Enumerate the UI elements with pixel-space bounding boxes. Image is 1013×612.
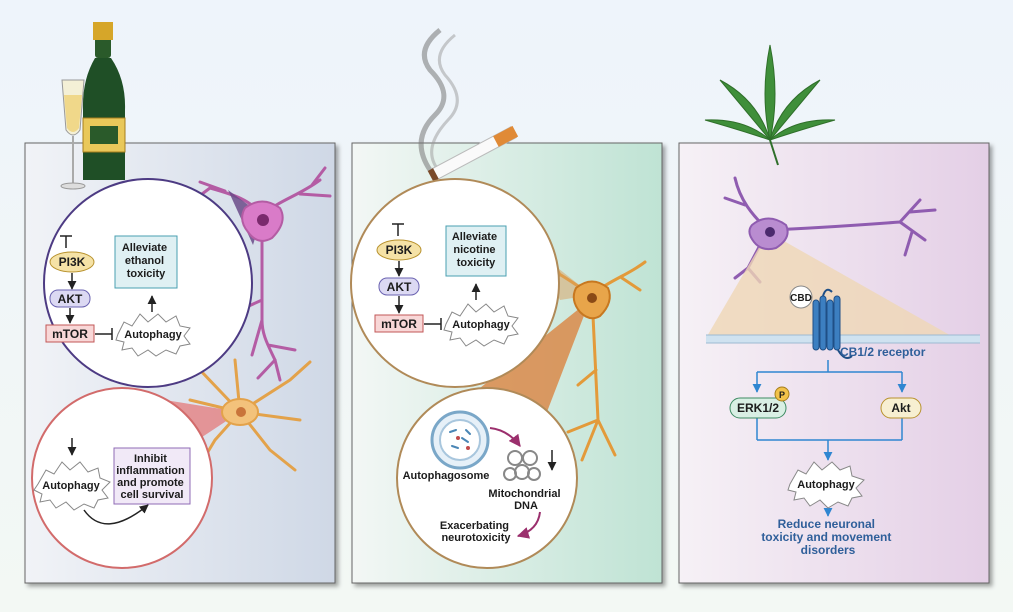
akt-node (49, 289, 91, 308)
autophagy-label: Autophagy (124, 329, 182, 341)
pathway-nicotine: PI3K AKT mTOR Autophagy Alleviate nicoti… (374, 223, 519, 347)
outcome-text-nicotine: Alleviate nicotine toxicity (452, 231, 500, 269)
cb-signaling (752, 360, 907, 517)
outcome-box-nicotine (445, 225, 507, 277)
pi3k-label: PI3K (59, 255, 86, 269)
exacerbating-label: Exacerbating neurotoxicity (440, 520, 512, 544)
outcome-text-alcohol: Alleviate ethanol toxicity (122, 242, 170, 280)
autophagy-burst-2 (443, 303, 519, 347)
mito-dna-icon (503, 450, 541, 481)
akt-label: AKT (58, 292, 83, 306)
mtor-node (45, 324, 95, 343)
champagne-icon (60, 22, 126, 190)
pi3k-node-2 (376, 239, 422, 261)
mtor-label-2: mTOR (381, 317, 417, 331)
erk-label: ERK1/2 (737, 401, 779, 415)
akt-node-3 (880, 397, 922, 419)
cannabis-autophagy-burst (787, 461, 865, 509)
cb-receptor-icon (812, 288, 853, 359)
cell-membrane (706, 335, 980, 343)
glia-autophagy-label: Autophagy (42, 480, 100, 492)
erk-node (729, 397, 787, 419)
cbd-label: CBD (790, 293, 812, 304)
cannabis-autophagy-label: Autophagy (797, 479, 855, 491)
panel-alcohol: PI3K AKT mTOR Autophagy Alleviate ethano… (24, 22, 336, 584)
glia-pathway: Autophagy Inhibit inflammation and promo… (33, 438, 191, 525)
panel-nicotine: PI3K AKT mTOR Autophagy Alleviate nicoti… (350, 28, 663, 584)
autophagy-burst (115, 313, 191, 357)
outcome-text-glia: Inhibit inflammation and promote cell su… (116, 453, 188, 501)
phospho-badge (774, 386, 790, 402)
outcome-box-alcohol (114, 235, 178, 289)
pathway-alcohol: PI3K AKT mTOR Autophagy Alleviate ethano… (45, 235, 191, 357)
mito-pathway: Autophagosome Mitochondrial DNA Exacerba… (403, 410, 563, 544)
receptor-label: CB1/2 receptor (840, 345, 926, 359)
cigarette-icon (418, 28, 519, 182)
zoom-wedge-cannabis (706, 232, 955, 338)
akt-label-3: Akt (891, 401, 910, 415)
pi3k-node (49, 251, 95, 273)
mtor-node-2 (374, 314, 424, 333)
autophagy-label-2: Autophagy (452, 319, 510, 331)
phospho-label: P (779, 390, 785, 400)
outcome-box-glia (113, 447, 191, 505)
pi3k-label-2: PI3K (386, 243, 413, 257)
glia-autophagy-burst (33, 461, 111, 511)
panel-cannabis: CBD CB1/2 receptor ERK1/2 P Akt Autophag… (678, 44, 990, 584)
mtor-label: mTOR (52, 327, 88, 341)
cannabis-leaf-icon (704, 44, 836, 166)
autophagosome-label: Autophagosome (403, 470, 490, 482)
cbd-molecule (789, 285, 813, 309)
cannabis-outcome-text: Reduce neuronal toxicity and movement di… (761, 517, 894, 557)
akt-label-2: AKT (387, 280, 412, 294)
mito-dna-label: Mitochondrial DNA (488, 488, 563, 512)
akt-node-2 (378, 277, 420, 296)
